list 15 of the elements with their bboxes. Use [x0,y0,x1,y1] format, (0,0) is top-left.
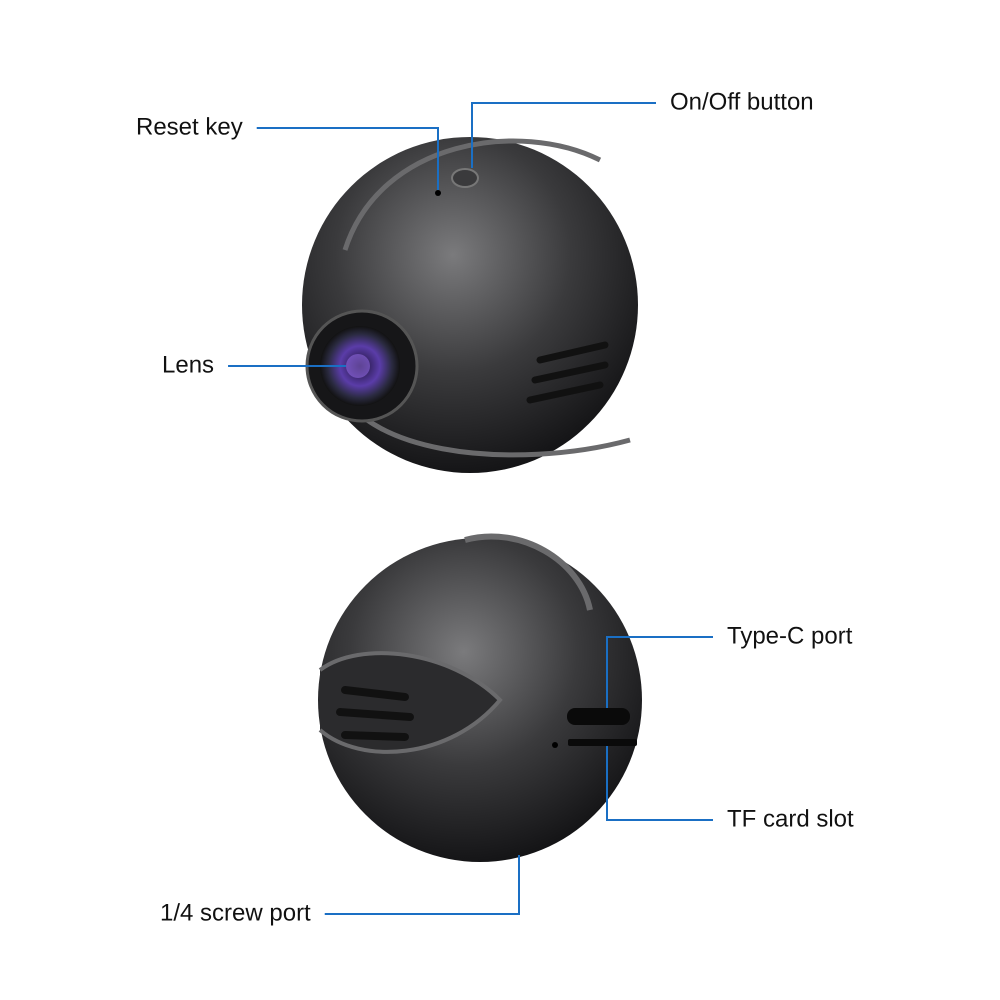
part-label: On/Off button [656,88,828,118]
part-label: Reset key [122,114,257,142]
usb-port [567,708,630,725]
card-slot [568,739,637,746]
leader-line [228,365,346,367]
leader-line [471,102,656,168]
part-label: 1/4 screw port [146,900,325,928]
part-label: Lens [148,352,228,380]
leader-line [606,636,713,708]
lens [346,354,370,378]
leader-line [606,746,713,821]
part-label: Type-C port [713,622,866,652]
part-label: TF card slot [713,806,868,834]
leader-line [256,127,439,190]
leader-line [324,855,520,915]
